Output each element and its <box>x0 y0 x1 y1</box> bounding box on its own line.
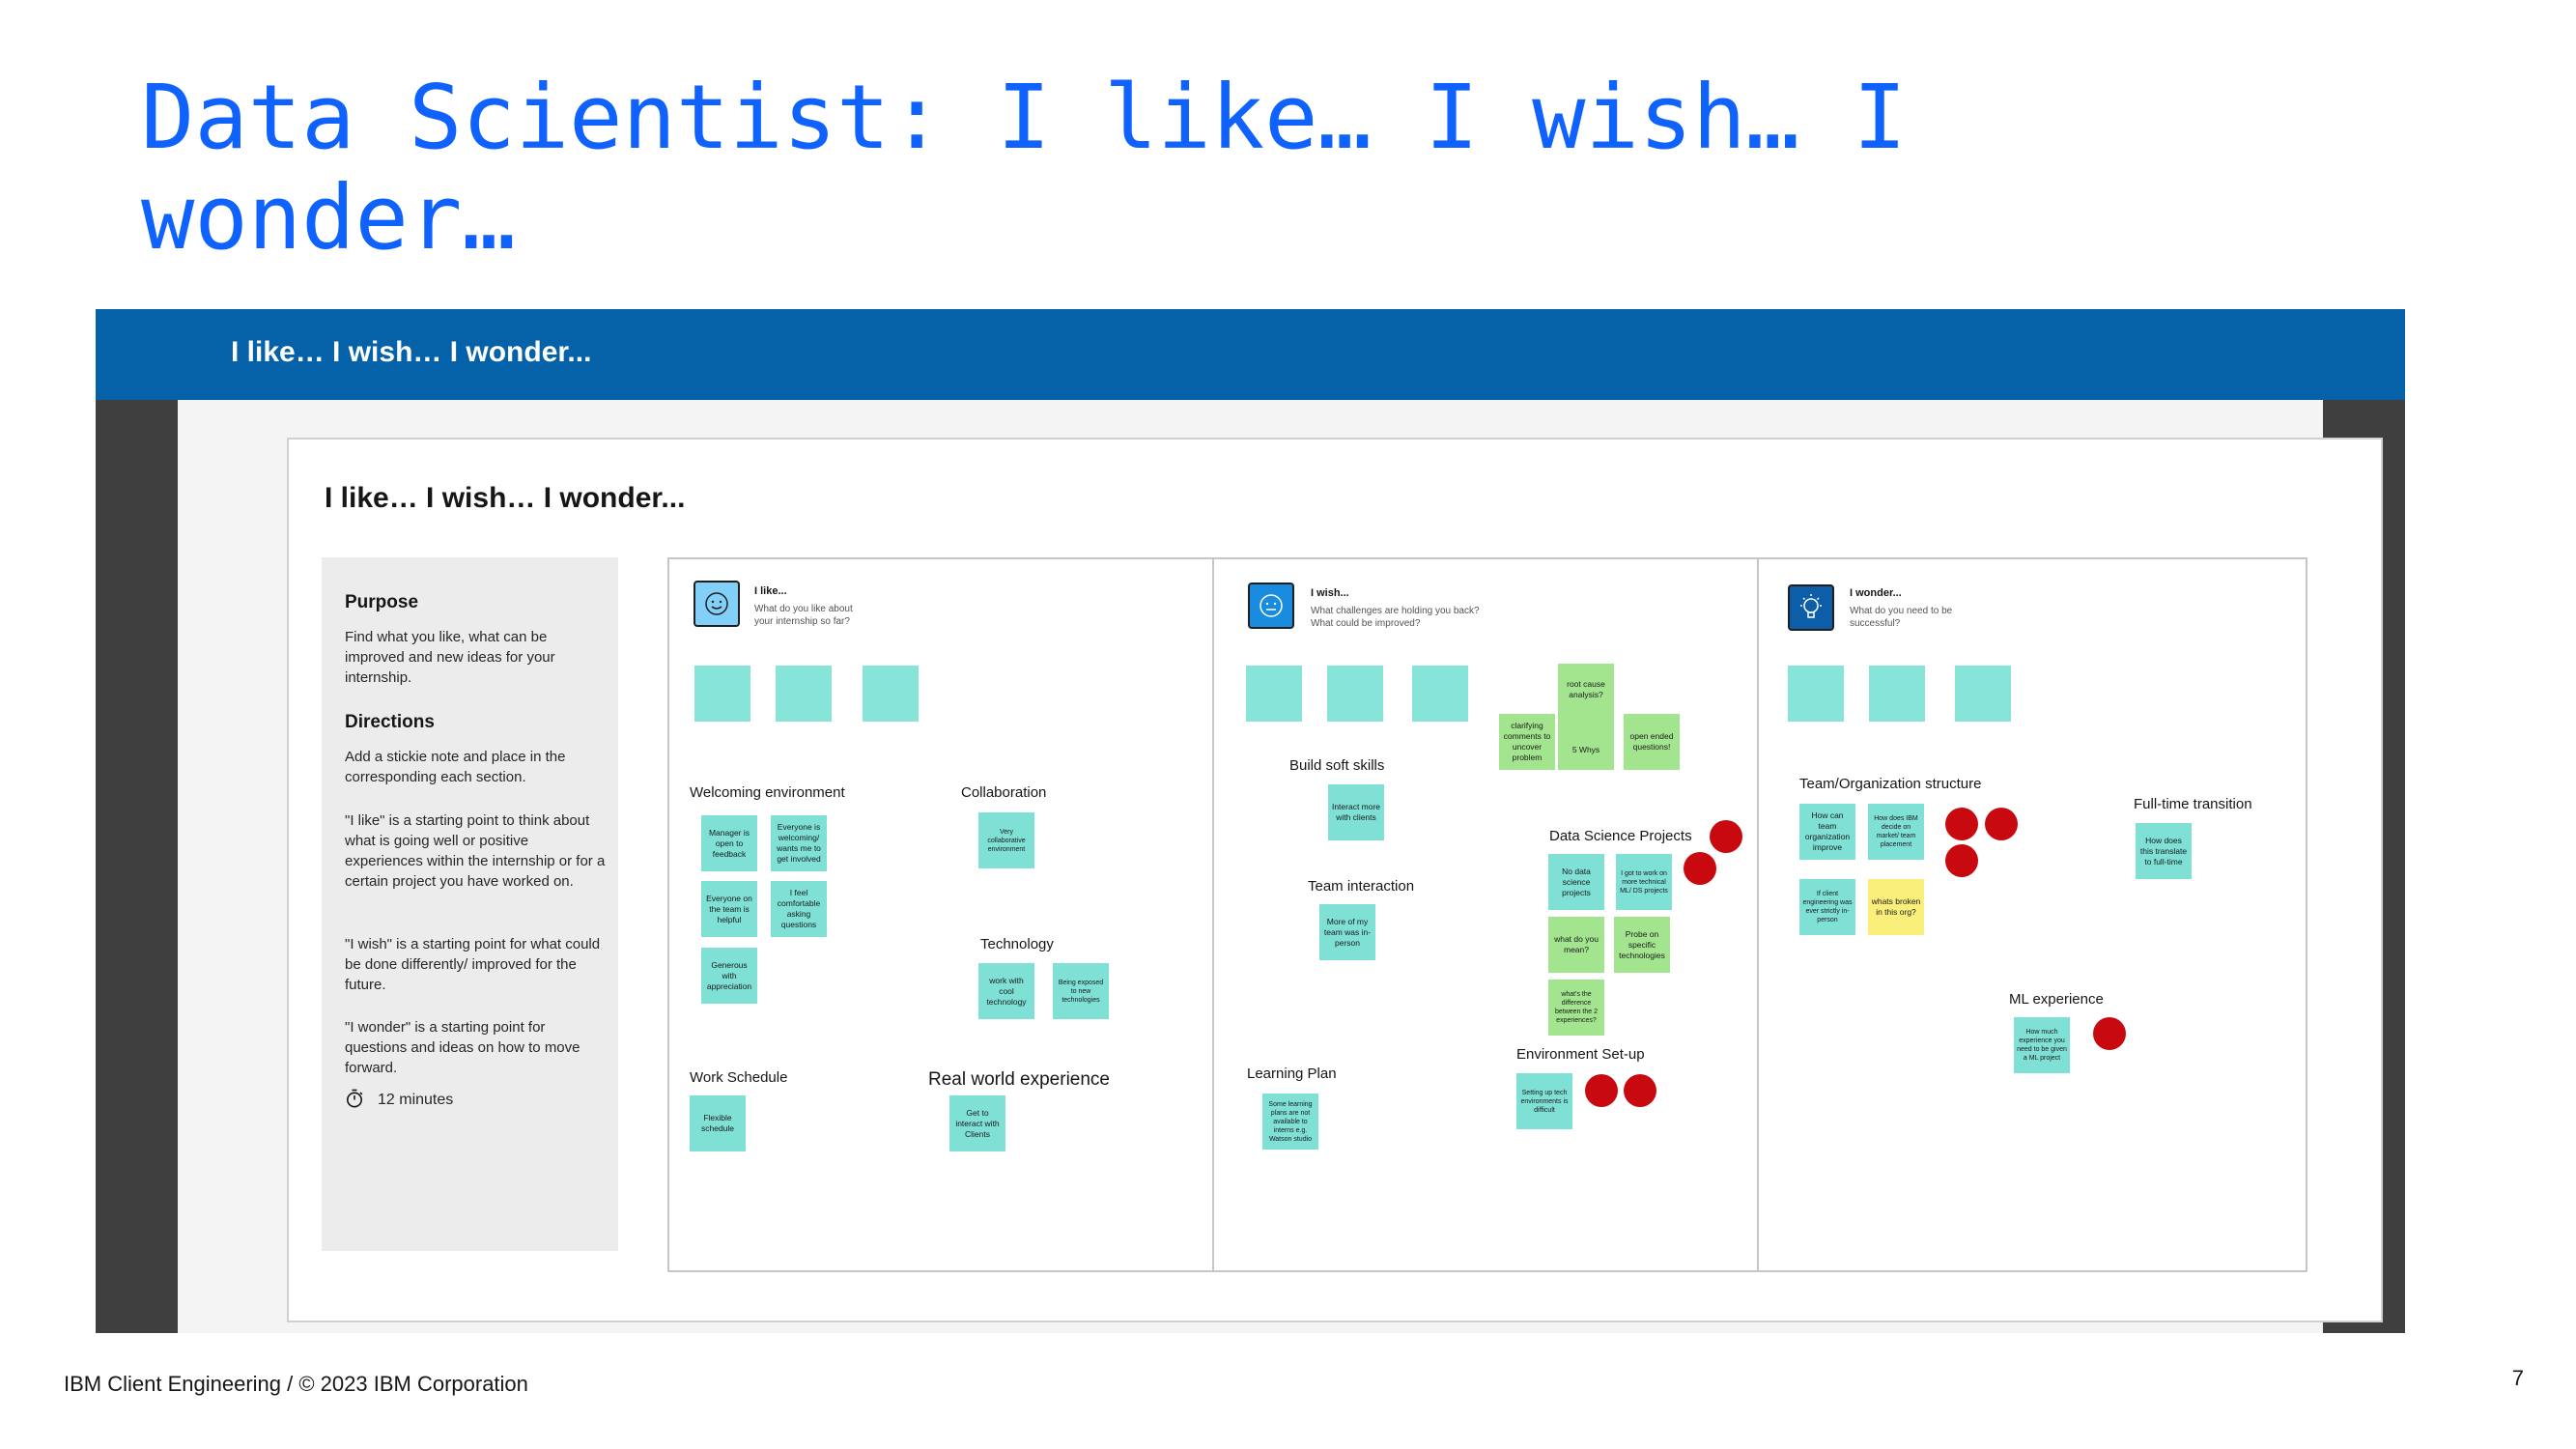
smile-icon <box>694 581 740 627</box>
wonder-subtitle: What do you need to be successful? <box>1850 606 1953 629</box>
sticky-note[interactable]: How much experience you need to be given… <box>2014 1017 2070 1073</box>
sticky-note[interactable]: open ended questions! <box>1624 714 1680 770</box>
instructions-panel: Purpose Find what you like, what can be … <box>322 557 618 1251</box>
vote-dot <box>1684 852 1716 885</box>
category-real-world-experience: Real world experience <box>928 1069 1110 1090</box>
directions-heading: Directions <box>345 712 435 732</box>
like-section: I like... What do you like about your in… <box>669 559 1212 1270</box>
board: I like… I wish… I wonder... Purpose Find… <box>287 438 2383 1322</box>
sticky-note[interactable]: Manager is open to feedback <box>701 815 757 871</box>
wish-title: I wish... <box>1311 587 1349 599</box>
sticky-note[interactable]: How does this translate to full-time <box>2136 823 2192 879</box>
frame-inner: I like… I wish… I wonder... Purpose Find… <box>178 309 2383 1333</box>
sticky-note[interactable]: what do you mean? <box>1548 917 1604 973</box>
board-title: I like… I wish… I wonder... <box>325 482 686 514</box>
wish-subtitle: What challenges are holding you back? Wh… <box>1311 606 1480 629</box>
sticky-note[interactable]: Some learning plans are not available to… <box>1262 1094 1318 1150</box>
blank-sticky-note[interactable] <box>1955 666 2011 722</box>
banner-title: I like… I wish… I wonder... <box>231 336 592 368</box>
sticky-note[interactable]: I got to work on more technical ML/ DS p… <box>1616 854 1672 910</box>
directions-step-1: Add a stickie note and place in the corr… <box>345 749 566 785</box>
sticky-note[interactable]: what's the difference between the 2 expe… <box>1548 980 1604 1036</box>
timer-label: 12 minutes <box>378 1092 454 1108</box>
vote-dot <box>2093 1017 2126 1050</box>
wish-section: I wish... What challenges are holding yo… <box>1212 559 1759 1270</box>
page-number: 7 <box>2511 1366 2524 1390</box>
sticky-note[interactable]: Flexible schedule <box>690 1095 746 1151</box>
sticky-note[interactable]: 5 Whys <box>1571 744 1600 754</box>
sticky-note[interactable]: Everyone on the team is helpful <box>701 881 757 937</box>
category-data-science-projects: Data Science Projects <box>1549 828 1692 844</box>
neutral-face-icon <box>1248 582 1294 629</box>
purpose-heading: Purpose <box>345 592 419 612</box>
vote-dot <box>1710 820 1742 853</box>
wonder-section: I wonder... What do you need to be succe… <box>1757 559 2306 1270</box>
sticky-note[interactable]: Everyone is welcoming/ wants me to get i… <box>771 815 827 871</box>
sticky-note[interactable]: No data science projects <box>1548 854 1604 910</box>
like-subtitle: What do you like about your internship s… <box>754 604 853 627</box>
category-environment-set-up: Environment Set-up <box>1516 1046 1645 1063</box>
wonder-title: I wonder... <box>1850 587 1902 599</box>
sticky-note[interactable]: root cause analysis? <box>1558 664 1614 770</box>
sticky-note[interactable]: Interact more with clients <box>1328 784 1384 840</box>
sticky-note[interactable]: If client engineering was ever strictly … <box>1799 879 1855 935</box>
lightbulb-icon <box>1788 584 1834 631</box>
category-build-soft-skills: Build soft skills <box>1289 757 1385 774</box>
sticky-note[interactable]: Setting up tech environments is difficul… <box>1516 1073 1572 1129</box>
vote-dot <box>1585 1074 1618 1107</box>
category-full-time-transition: Full-time transition <box>2134 796 2252 812</box>
like-title: I like... <box>754 585 787 597</box>
category-collaboration: Collaboration <box>961 784 1047 801</box>
category-team-organization-structure: Team/Organization structure <box>1799 776 1982 792</box>
sticky-note[interactable]: Generous with appreciation <box>701 948 757 1004</box>
blank-sticky-note[interactable] <box>1327 666 1383 722</box>
vote-dot <box>1624 1074 1656 1107</box>
blank-sticky-note[interactable] <box>863 666 919 722</box>
slide-title: Data Scientist: I like… I wish… I wonder… <box>141 66 1907 270</box>
category-welcoming-environment: Welcoming environment <box>690 784 845 801</box>
sticky-note[interactable]: More of my team was in-person <box>1319 904 1375 960</box>
sticky-note[interactable]: whats broken in this org? <box>1868 879 1924 935</box>
blank-sticky-note[interactable] <box>1412 666 1468 722</box>
directions-step-3: "I wish" is a starting point for what co… <box>345 936 601 993</box>
vote-dot <box>1945 808 1978 840</box>
directions-step-4: "I wonder" is a starting point for quest… <box>345 1019 580 1076</box>
sticky-note[interactable]: How does IBM decide on market/ team plac… <box>1868 804 1924 860</box>
sticky-note[interactable]: Get to interact with Clients <box>949 1095 1005 1151</box>
footer-copyright: IBM Client Engineering / © 2023 IBM Corp… <box>64 1372 528 1396</box>
timer-icon <box>347 1089 363 1108</box>
category-team-interaction: Team interaction <box>1308 878 1415 895</box>
sticky-note[interactable]: work with cool technology <box>978 963 1034 1019</box>
vote-dot <box>1945 844 1978 877</box>
blank-sticky-note[interactable] <box>776 666 832 722</box>
blank-sticky-note[interactable] <box>1869 666 1925 722</box>
category-technology: Technology <box>980 936 1054 952</box>
sticky-note[interactable]: Probe on specific technologies <box>1614 917 1670 973</box>
directions-step-2: "I like" is a starting point to think ab… <box>345 812 606 890</box>
category-learning-plan: Learning Plan <box>1247 1065 1337 1082</box>
sticky-note[interactable]: Being exposed to new technologies <box>1053 963 1109 1019</box>
blank-sticky-note[interactable] <box>1788 666 1844 722</box>
category-ml-experience: ML experience <box>2009 991 2104 1008</box>
blank-sticky-note[interactable] <box>1246 666 1302 722</box>
sticky-note[interactable]: Very collaborative environment <box>978 812 1034 868</box>
vote-dot <box>1985 808 2018 840</box>
sticky-note[interactable]: How can team organization improve <box>1799 804 1855 860</box>
blank-sticky-note[interactable] <box>694 666 750 722</box>
board-frame: I like… I wish… I wonder... Purpose Find… <box>96 309 2405 1333</box>
category-work-schedule: Work Schedule <box>690 1069 788 1086</box>
board-canvas: I like... What do you like about your in… <box>667 557 2307 1272</box>
purpose-text: Find what you like, what can be improved… <box>345 629 555 686</box>
sticky-note[interactable]: clarifying comments to uncover problem <box>1499 714 1555 770</box>
banner: I like… I wish… I wonder... <box>96 309 2405 400</box>
sticky-note[interactable]: I feel comfortable asking questions <box>771 881 827 937</box>
